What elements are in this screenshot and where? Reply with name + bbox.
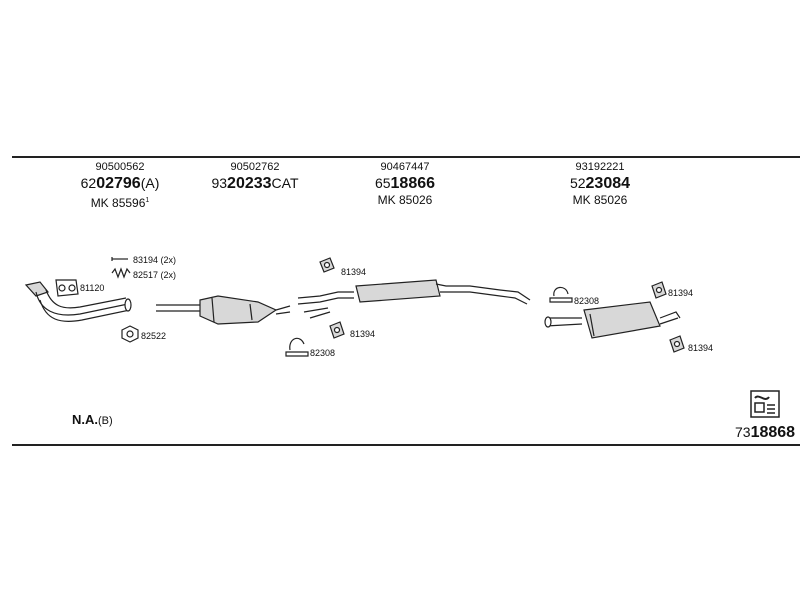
part-number: 6518866 [374, 175, 436, 192]
mounting-kit: MK 85026 [377, 193, 433, 207]
front-pipe-drawing [24, 281, 132, 322]
not-available-note: N.A.(B) [72, 412, 113, 427]
oe-number: 90467447 [380, 161, 430, 173]
spring-82517-drawing [111, 267, 131, 279]
label-81394-c: 81394 [668, 288, 694, 298]
document-icon [750, 390, 780, 423]
label-82308-b: 82308 [574, 296, 600, 306]
clamp-82308-b-drawing [549, 286, 573, 303]
part-number: 5223084 [569, 175, 631, 192]
part-header-catalyst: 90502762 9320233CAT [180, 160, 330, 193]
clamp-82308-a-drawing [285, 337, 309, 357]
oe-number: 90500562 [95, 161, 145, 173]
top-rule [12, 156, 800, 158]
oe-number: 93192221 [575, 161, 625, 173]
label-82517: 82517 (2x) [133, 270, 177, 280]
ring-82522-drawing [121, 325, 139, 343]
label-82522: 82522 [141, 331, 167, 341]
part-number: 9320233CAT [211, 175, 299, 192]
document-number: 7318868 [735, 424, 796, 441]
rear-silencer-drawing [544, 301, 681, 339]
part-number: 6202796(A) [80, 175, 160, 192]
rubber-81394-a-drawing [319, 257, 335, 273]
label-81394-b: 81394 [350, 329, 376, 339]
label-82308-a: 82308 [310, 348, 336, 358]
rubber-81394-d-drawing [669, 335, 685, 353]
oe-number: 90502762 [230, 161, 280, 173]
label-83194: 83194 (2x) [133, 255, 177, 265]
part-header-rear-silencer: 93192221 5223084 MK 85026 [525, 160, 675, 208]
mounting-kit: MK 855961 [90, 196, 150, 210]
label-81394-d: 81394 [688, 343, 714, 353]
bolt-83194-drawing [111, 257, 128, 261]
part-header-front-pipe: 90500562 6202796(A) MK 855961 [45, 160, 195, 211]
rubber-81394-c-drawing [651, 281, 667, 299]
mounting-kit: MK 85026 [572, 193, 628, 207]
gasket-81120-drawing [55, 279, 79, 297]
part-header-middle-silencer: 90467447 6518866 MK 85026 [330, 160, 480, 208]
label-81120: 81120 [80, 283, 105, 293]
middle-silencer-drawing [297, 279, 531, 319]
catalyst-drawing [156, 295, 291, 325]
rubber-81394-b-drawing [329, 321, 345, 339]
bottom-rule [12, 444, 800, 446]
label-81394-a: 81394 [341, 267, 367, 277]
